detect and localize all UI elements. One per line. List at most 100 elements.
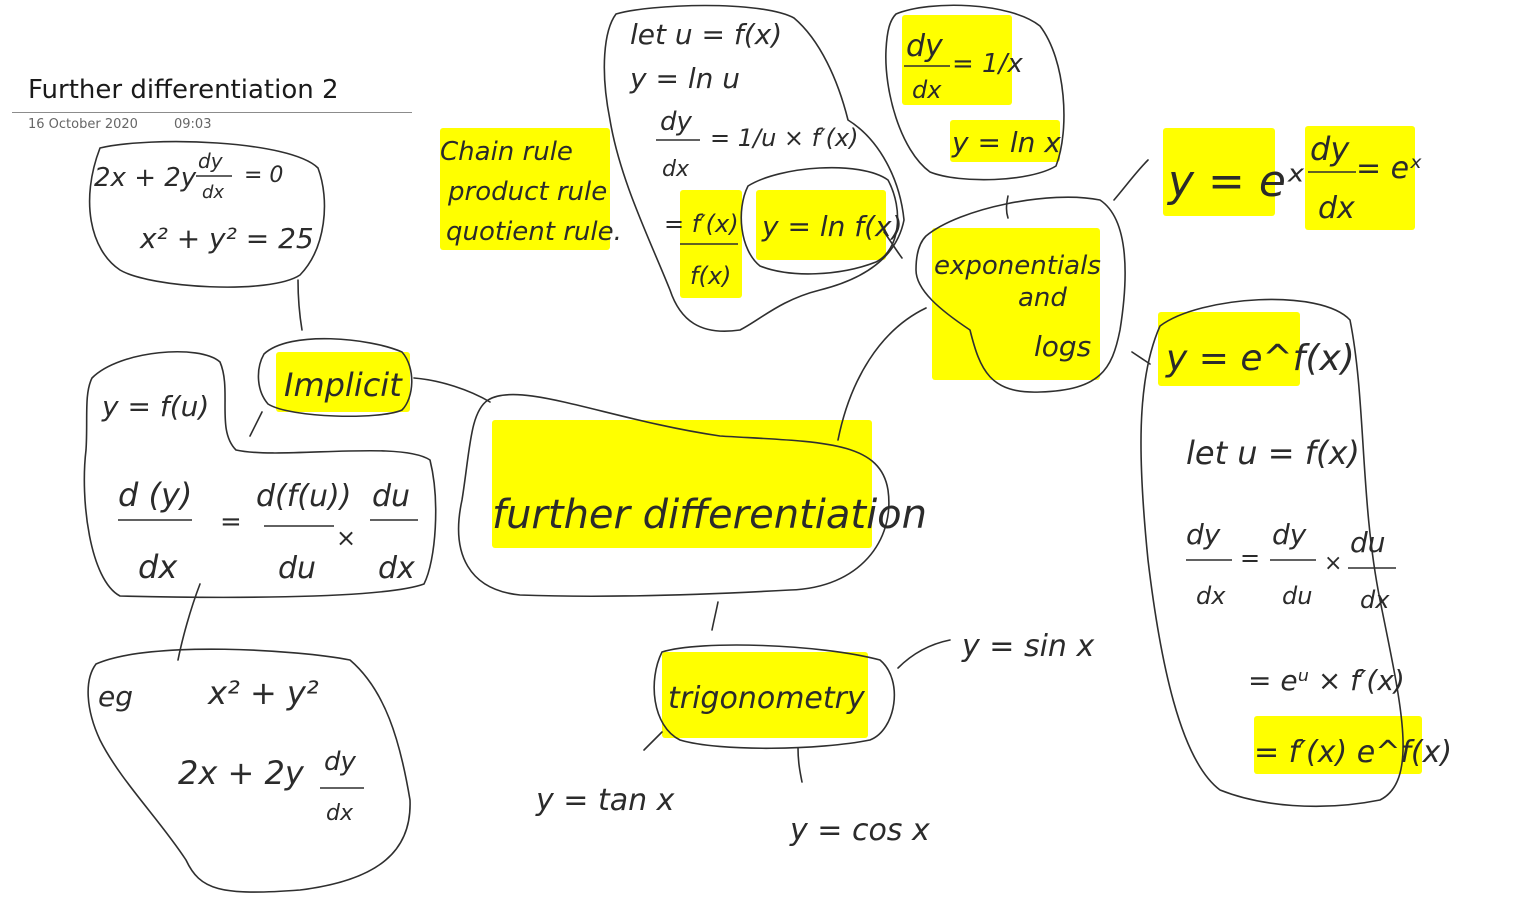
- exp-f-dy: dy: [1186, 518, 1221, 551]
- implicit-note-line1: 2x + 2y: [94, 163, 197, 193]
- chain-u-den: dx: [378, 551, 415, 586]
- chain-f-num: d(f(u)): [256, 479, 351, 514]
- link-implicit-note: [297, 279, 303, 331]
- link-implicit-chain: [249, 411, 263, 437]
- ln-x-branch: dy dx = 1/x y = ln x: [904, 29, 1061, 159]
- bubble-ln-x: [885, 4, 1065, 181]
- exp-f-dx2: dx: [1360, 586, 1390, 614]
- ln-f-res-den: f(x): [690, 262, 731, 290]
- exp-f-label: y = e^f(x): [1165, 338, 1355, 379]
- highlight-e-f-label: [1158, 312, 1300, 386]
- link-exp-e-f: [1131, 351, 1151, 365]
- exp-f-branch: y = e^f(x) let u = f(x) dy dx = dy du × …: [1165, 338, 1452, 770]
- link-chain-example: [177, 583, 201, 661]
- implicit-note-dy: dy: [198, 149, 224, 173]
- highlight-central: [492, 420, 872, 548]
- highlight-ln-f-label: [756, 190, 886, 260]
- example-dx: dx: [326, 801, 354, 826]
- bubble-chain-rule: [83, 350, 437, 599]
- implicit-branch: Implicit 2x + 2y dy dx = 0 x² + y² = 25 …: [94, 149, 418, 826]
- link-exp-ln-f: [883, 231, 903, 259]
- highlight-implicit: [276, 352, 410, 412]
- exp-f-line4: = f′(x) e^f(x): [1254, 735, 1452, 770]
- highlight-ln-x-label: [950, 120, 1060, 162]
- ln-x-rhs: = 1/x: [952, 49, 1023, 79]
- ln-x-label: y = ln x: [951, 126, 1061, 159]
- bubble-example: [87, 648, 411, 893]
- ln-f-rhs: = 1/u × f′(x): [710, 124, 859, 152]
- example-line2: 2x + 2y: [178, 754, 305, 792]
- highlight-ln-x-deriv: [902, 15, 1012, 105]
- highlight-e-x: [1163, 128, 1275, 216]
- trig-tan: y = tan x: [535, 783, 675, 818]
- bubble-exp-logs: [915, 196, 1126, 393]
- implicit-note-eq: = 0: [244, 163, 283, 188]
- ln-f-res-num: = f′(x): [664, 210, 739, 238]
- bubble-trig: [653, 644, 896, 750]
- chain-times: ×: [336, 524, 356, 552]
- link-exp-ln-x: [1005, 195, 1009, 219]
- exp-f-dx: dx: [1196, 582, 1226, 610]
- link-central-implicit: [413, 377, 491, 403]
- exp-x-rhs: = eˣ: [1356, 151, 1422, 186]
- trig-cos: y = cos x: [789, 813, 930, 848]
- bubble-implicit-note: [88, 140, 326, 288]
- chain-d-num: d (y): [118, 476, 192, 514]
- ln-f-y: y = ln u: [629, 62, 740, 95]
- highlight-e-x-deriv: [1305, 126, 1415, 230]
- exp-logs-node: exponentials and logs: [934, 251, 1101, 363]
- exp-f-du: du: [1282, 582, 1312, 610]
- trig-label: trigonometry: [668, 681, 866, 716]
- ln-x-dy: dy: [906, 29, 944, 64]
- implicit-note-dx: dx: [202, 182, 224, 203]
- rule-quotient: quotient rule.: [446, 217, 622, 247]
- link-central-trig: [711, 601, 719, 631]
- ln-f-dx: dx: [662, 157, 690, 182]
- trig-branch: trigonometry y = sin x y = tan x y = cos…: [535, 629, 1094, 848]
- link-central-exp: [837, 307, 927, 441]
- title-divider: [12, 112, 412, 113]
- ln-f-let: let u = f(x): [630, 18, 782, 51]
- bubble-ln-f: [603, 4, 905, 332]
- bubble-ln-f-inner: [740, 166, 899, 275]
- exp-x-y: y = eˣ: [1166, 156, 1305, 207]
- implicit-label: Implicit: [284, 366, 403, 404]
- exp-logs-line3: logs: [1034, 330, 1091, 363]
- central-topic-label: further differentiation: [492, 492, 927, 538]
- bubble-implicit: [257, 337, 413, 418]
- exp-x-branch: y = eˣ dy dx = eˣ: [1166, 130, 1422, 226]
- rule-chain: Chain rule: [440, 137, 573, 167]
- rule-product: product rule: [447, 177, 607, 207]
- highlight-rules: [440, 128, 610, 250]
- ln-f-branch: let u = f(x) y = ln u dy dx = 1/u × f′(x…: [629, 18, 903, 290]
- ln-f-dy: dy: [660, 107, 693, 137]
- rules-list: Chain rule product rule quotient rule.: [440, 137, 622, 247]
- chain-d-den: dx: [138, 548, 178, 586]
- exp-x-dx: dx: [1318, 191, 1355, 226]
- central-topic: further differentiation: [492, 492, 927, 538]
- implicit-note-line2: x² + y² = 25: [139, 222, 314, 255]
- chain-u-num: du: [372, 479, 410, 514]
- page-title[interactable]: Further differentiation 2: [28, 75, 339, 105]
- highlights: [276, 15, 1422, 774]
- chain-eq: =: [220, 507, 242, 537]
- example-eg: eg: [98, 680, 133, 713]
- page-time: 09:03: [174, 117, 212, 132]
- example-dy: dy: [324, 747, 357, 777]
- highlight-trig: [662, 652, 868, 738]
- chain-f-den: du: [278, 551, 316, 586]
- exp-logs-line2: and: [1018, 283, 1067, 313]
- exp-f-let: let u = f(x): [1186, 434, 1360, 472]
- exp-f-eq: =: [1240, 544, 1260, 572]
- exp-f-line3: = eᵘ × f′(x): [1248, 664, 1405, 697]
- highlight-e-f-result: [1254, 716, 1422, 774]
- link-exp-e-x: [1113, 159, 1149, 201]
- exp-x-dy: dy: [1310, 130, 1350, 168]
- exp-logs-line1: exponentials: [934, 251, 1101, 281]
- link-trig-tan: [643, 731, 663, 751]
- chain-lhs: y = f(u): [101, 390, 209, 423]
- blob-outlines: [83, 4, 1404, 893]
- bubble-exp-f: [1140, 298, 1404, 808]
- ln-x-dx: dx: [912, 76, 942, 104]
